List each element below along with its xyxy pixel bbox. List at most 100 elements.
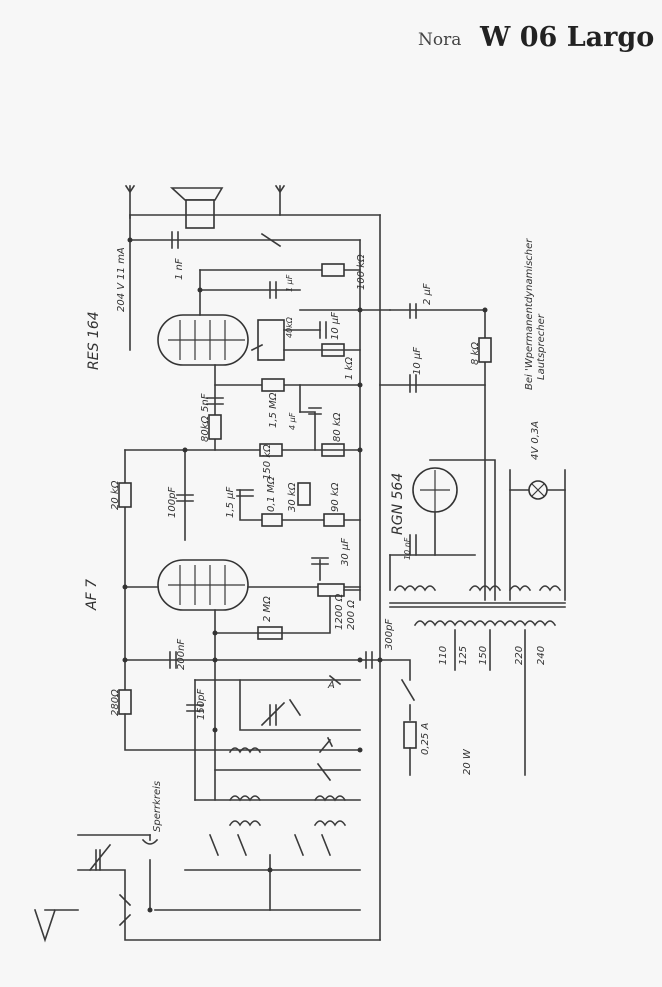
label-tap-240: 240 bbox=[536, 646, 547, 665]
label-power: 20 W bbox=[462, 748, 473, 775]
resistor-20k bbox=[118, 482, 132, 508]
wire bbox=[239, 489, 361, 521]
label-30uf: 30 µF bbox=[340, 538, 351, 566]
primary-coil-icon bbox=[413, 620, 557, 627]
label-1k: 1 kΩ bbox=[344, 357, 355, 380]
label-100k: 100 kΩ bbox=[356, 254, 367, 290]
variable-capacitor-icon bbox=[260, 701, 286, 727]
capacitor-10nf bbox=[409, 534, 417, 556]
resistor-100k bbox=[321, 263, 345, 277]
fuse-icon bbox=[403, 721, 417, 749]
resistor-90k bbox=[323, 513, 345, 527]
title-model: W 06 Largo bbox=[479, 22, 654, 53]
resistor-30k bbox=[297, 482, 311, 506]
junction-dots bbox=[122, 237, 488, 913]
label-0-1m: 0,1 MΩ bbox=[266, 476, 277, 512]
tube-label-rgn564: RGN 564 bbox=[390, 473, 406, 535]
switch-icon bbox=[400, 678, 416, 702]
capacitor-10uf-b bbox=[409, 374, 417, 393]
capacitor-1nf bbox=[171, 231, 179, 249]
label-tap-220: 220 bbox=[514, 646, 525, 665]
label-30k: 30 kΩ bbox=[287, 482, 298, 512]
label-1-5uf: 1,5 µF bbox=[225, 487, 236, 518]
label-tap-110: 110 bbox=[438, 646, 449, 665]
tube-af7 bbox=[157, 559, 249, 611]
label-80k-b: 80 kΩ bbox=[332, 412, 343, 442]
label-sperrkreis: Sperrkreis bbox=[152, 781, 163, 832]
resistor-150k bbox=[259, 443, 283, 457]
label-8k: 8 kΩ bbox=[470, 342, 481, 365]
tube-rgn564 bbox=[412, 467, 458, 513]
wire bbox=[379, 659, 411, 681]
label-2uf: 2 µF bbox=[422, 283, 433, 305]
switch-icon bbox=[118, 893, 132, 927]
potentiometer-40k bbox=[257, 319, 285, 361]
label-10nf: 10 nF bbox=[403, 537, 412, 560]
label-20k: 20 kΩ bbox=[110, 480, 121, 510]
capacitor-150pf bbox=[186, 704, 204, 712]
label-1uf: 1 µF bbox=[285, 274, 294, 292]
variable-capacitor-icon bbox=[318, 736, 334, 754]
label-2m: 2 MΩ bbox=[262, 596, 273, 622]
label-40k: 40kΩ bbox=[285, 316, 294, 338]
antenna-icon bbox=[33, 908, 79, 943]
variable-capacitor-icon bbox=[88, 843, 112, 872]
resistor-80k-a bbox=[208, 414, 222, 440]
capacitor-30uf bbox=[311, 557, 329, 565]
tube-label-res164: RES 164 bbox=[86, 311, 102, 370]
plate-current-label: 204 V 11 mA bbox=[116, 247, 127, 312]
wire bbox=[429, 459, 496, 601]
label-300pf: 300pF bbox=[384, 619, 395, 650]
coil-icon bbox=[313, 820, 347, 827]
label-10uf-a: 10 µF bbox=[330, 312, 341, 340]
label-speaker: Bei 'Wpermanentdynamischer bbox=[524, 238, 535, 390]
coil-icon bbox=[228, 747, 262, 754]
trimmer-icon bbox=[288, 698, 302, 717]
coil-icon bbox=[228, 820, 262, 827]
wire bbox=[509, 469, 566, 601]
label-1200: 1200 Ω bbox=[334, 593, 345, 630]
terminal-icon bbox=[274, 184, 286, 194]
resistor-0-1m bbox=[261, 513, 283, 527]
coil-icon bbox=[313, 795, 347, 802]
coil-icon bbox=[538, 585, 562, 592]
label-1-5m: 1,5 MΩ bbox=[268, 392, 279, 428]
tube-res164 bbox=[157, 314, 249, 366]
capacitor-1-5uf bbox=[236, 489, 254, 497]
label-10uf-b: 10 µF bbox=[412, 347, 423, 375]
wire bbox=[239, 679, 361, 731]
switch-icon bbox=[260, 232, 282, 248]
label-280: 280Ω bbox=[110, 689, 121, 716]
wire bbox=[77, 869, 381, 941]
coil-icon bbox=[508, 585, 532, 592]
label-100pf: 100pF bbox=[167, 487, 178, 518]
label-5nf: 5nF bbox=[200, 393, 211, 412]
capacitor-1uf bbox=[269, 281, 277, 299]
wire bbox=[454, 629, 526, 776]
lamp-icon bbox=[528, 480, 548, 500]
capacitor-5nf bbox=[206, 397, 224, 405]
switch-icon bbox=[208, 833, 332, 857]
label-4uf: 4 µF bbox=[288, 412, 297, 430]
label-80k-a: 80kΩ bbox=[200, 415, 211, 442]
coil-icon bbox=[393, 585, 437, 592]
label-tap-125: 125 bbox=[458, 646, 469, 665]
capacitor-2uf bbox=[409, 303, 417, 319]
wire bbox=[299, 411, 316, 451]
capacitor-300pf bbox=[365, 651, 373, 669]
resistor-8k bbox=[478, 337, 492, 363]
wire bbox=[214, 595, 331, 634]
label-tap-150: 150 bbox=[478, 646, 489, 665]
capacitor-10uf-a bbox=[319, 321, 327, 339]
label-lamp: 4V 0,3A bbox=[530, 421, 541, 460]
pot-wiper bbox=[250, 343, 264, 352]
label-speaker-2: Lautsprecher bbox=[536, 313, 547, 380]
coil-icon bbox=[141, 838, 159, 845]
terminal-icon bbox=[124, 184, 136, 194]
label-150k: 150 kΩ bbox=[262, 444, 273, 480]
label-fuse: 0,25 A bbox=[420, 723, 431, 755]
coil-icon bbox=[468, 585, 502, 592]
resistor-1-5m bbox=[261, 378, 285, 392]
